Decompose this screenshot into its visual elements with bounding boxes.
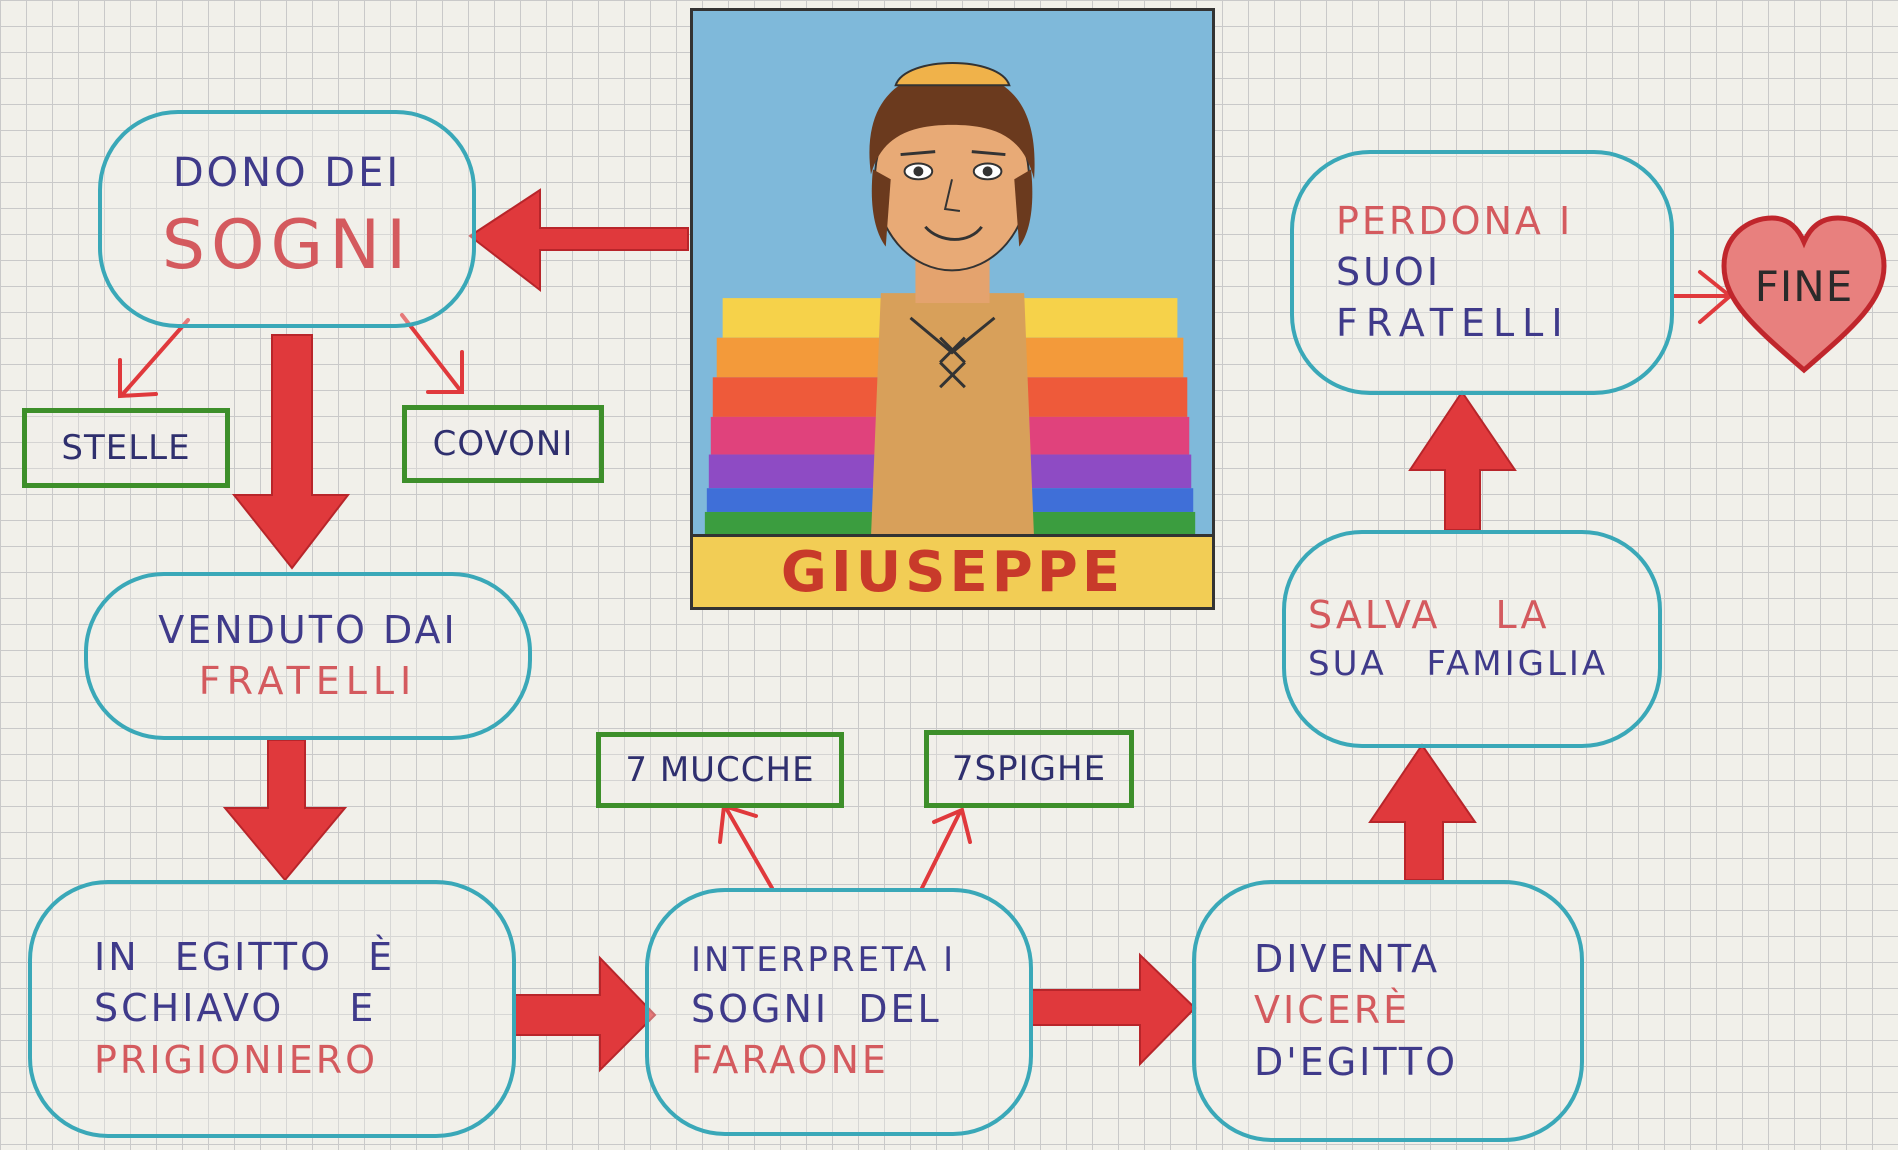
node-venduto-dai-fratelli: VENDUTO DAI FRATELLI (84, 572, 532, 740)
leaf-covoni: COVONI (402, 405, 604, 483)
node-dono-dei-sogni: DONO DEI SOGNI (98, 110, 476, 328)
leaf-7-spighe: 7SPIGHE (924, 730, 1134, 808)
node-perdona-line1: PERDONA I (1336, 198, 1574, 243)
node-interpreta-line2: SOGNI DEL (691, 986, 942, 1031)
arrow-salva-to-perdona (1408, 390, 1517, 531)
fine-heart: FINE (1718, 210, 1890, 380)
arrow-dono-to-stelle (120, 318, 190, 397)
node-interpreta-line1: INTERPRETA I (691, 939, 957, 980)
node-venduto-line1: VENDUTO DAI (158, 607, 458, 652)
node-venduto-line2: FRATELLI (198, 659, 418, 703)
arrow-venduto-to-egitto (222, 739, 348, 882)
arrow-portrait-to-dono (468, 188, 689, 293)
arrow-egitto-to-interpreta (514, 955, 657, 1073)
node-perdona-line3: FRATELLI (1336, 301, 1571, 346)
fine-label: FINE (1754, 262, 1854, 311)
arrow-interpreta-to-vicere (1031, 952, 1197, 1067)
node-in-egitto: IN EGITTO È SCHIAVO E PRIGIONIERO (28, 880, 516, 1138)
leaf-stelle: STELLE (22, 408, 230, 488)
node-perdona-line2: SUOI (1336, 249, 1442, 294)
giuseppe-name-banner: GIUSEPPE (693, 534, 1212, 607)
giuseppe-drawing (693, 11, 1212, 538)
arrow-vicere-to-salva (1368, 743, 1477, 881)
node-vicere-line3: D'EGITTO (1254, 1039, 1459, 1084)
arrow-dono-to-venduto (231, 334, 351, 570)
node-dono-line1: DONO DEI (172, 150, 402, 197)
node-perdona: PERDONA I SUOI FRATELLI (1290, 150, 1674, 395)
node-salva-line2: SUA FAMIGLIA (1308, 643, 1609, 684)
arrow-interpreta-to-spighe (920, 810, 962, 890)
node-interpreta: INTERPRETA I SOGNI DEL FARAONE (645, 888, 1033, 1136)
leaf-7-mucche: 7 MUCCHE (596, 732, 844, 808)
node-interpreta-line3: FARAONE (691, 1037, 889, 1082)
heart-icon (1721, 215, 1887, 374)
giuseppe-portrait: GIUSEPPE (690, 8, 1215, 610)
node-egitto-line3: PRIGIONIERO (94, 1037, 379, 1082)
node-egitto-line2: SCHIAVO E (94, 986, 377, 1031)
node-vicere-line1: DIVENTA (1254, 937, 1441, 982)
node-diventa-vicere: DIVENTA VICERÈ D'EGITTO (1192, 880, 1584, 1142)
arrow-interpreta-to-mucche (724, 806, 774, 890)
node-egitto-line1: IN EGITTO È (94, 935, 396, 980)
node-dono-line2: SOGNI (161, 206, 413, 286)
node-salva-famiglia: SALVA LA SUA FAMIGLIA (1282, 530, 1662, 748)
node-salva-line1: SALVA LA (1308, 593, 1550, 638)
node-vicere-line2: VICERÈ (1254, 988, 1411, 1033)
